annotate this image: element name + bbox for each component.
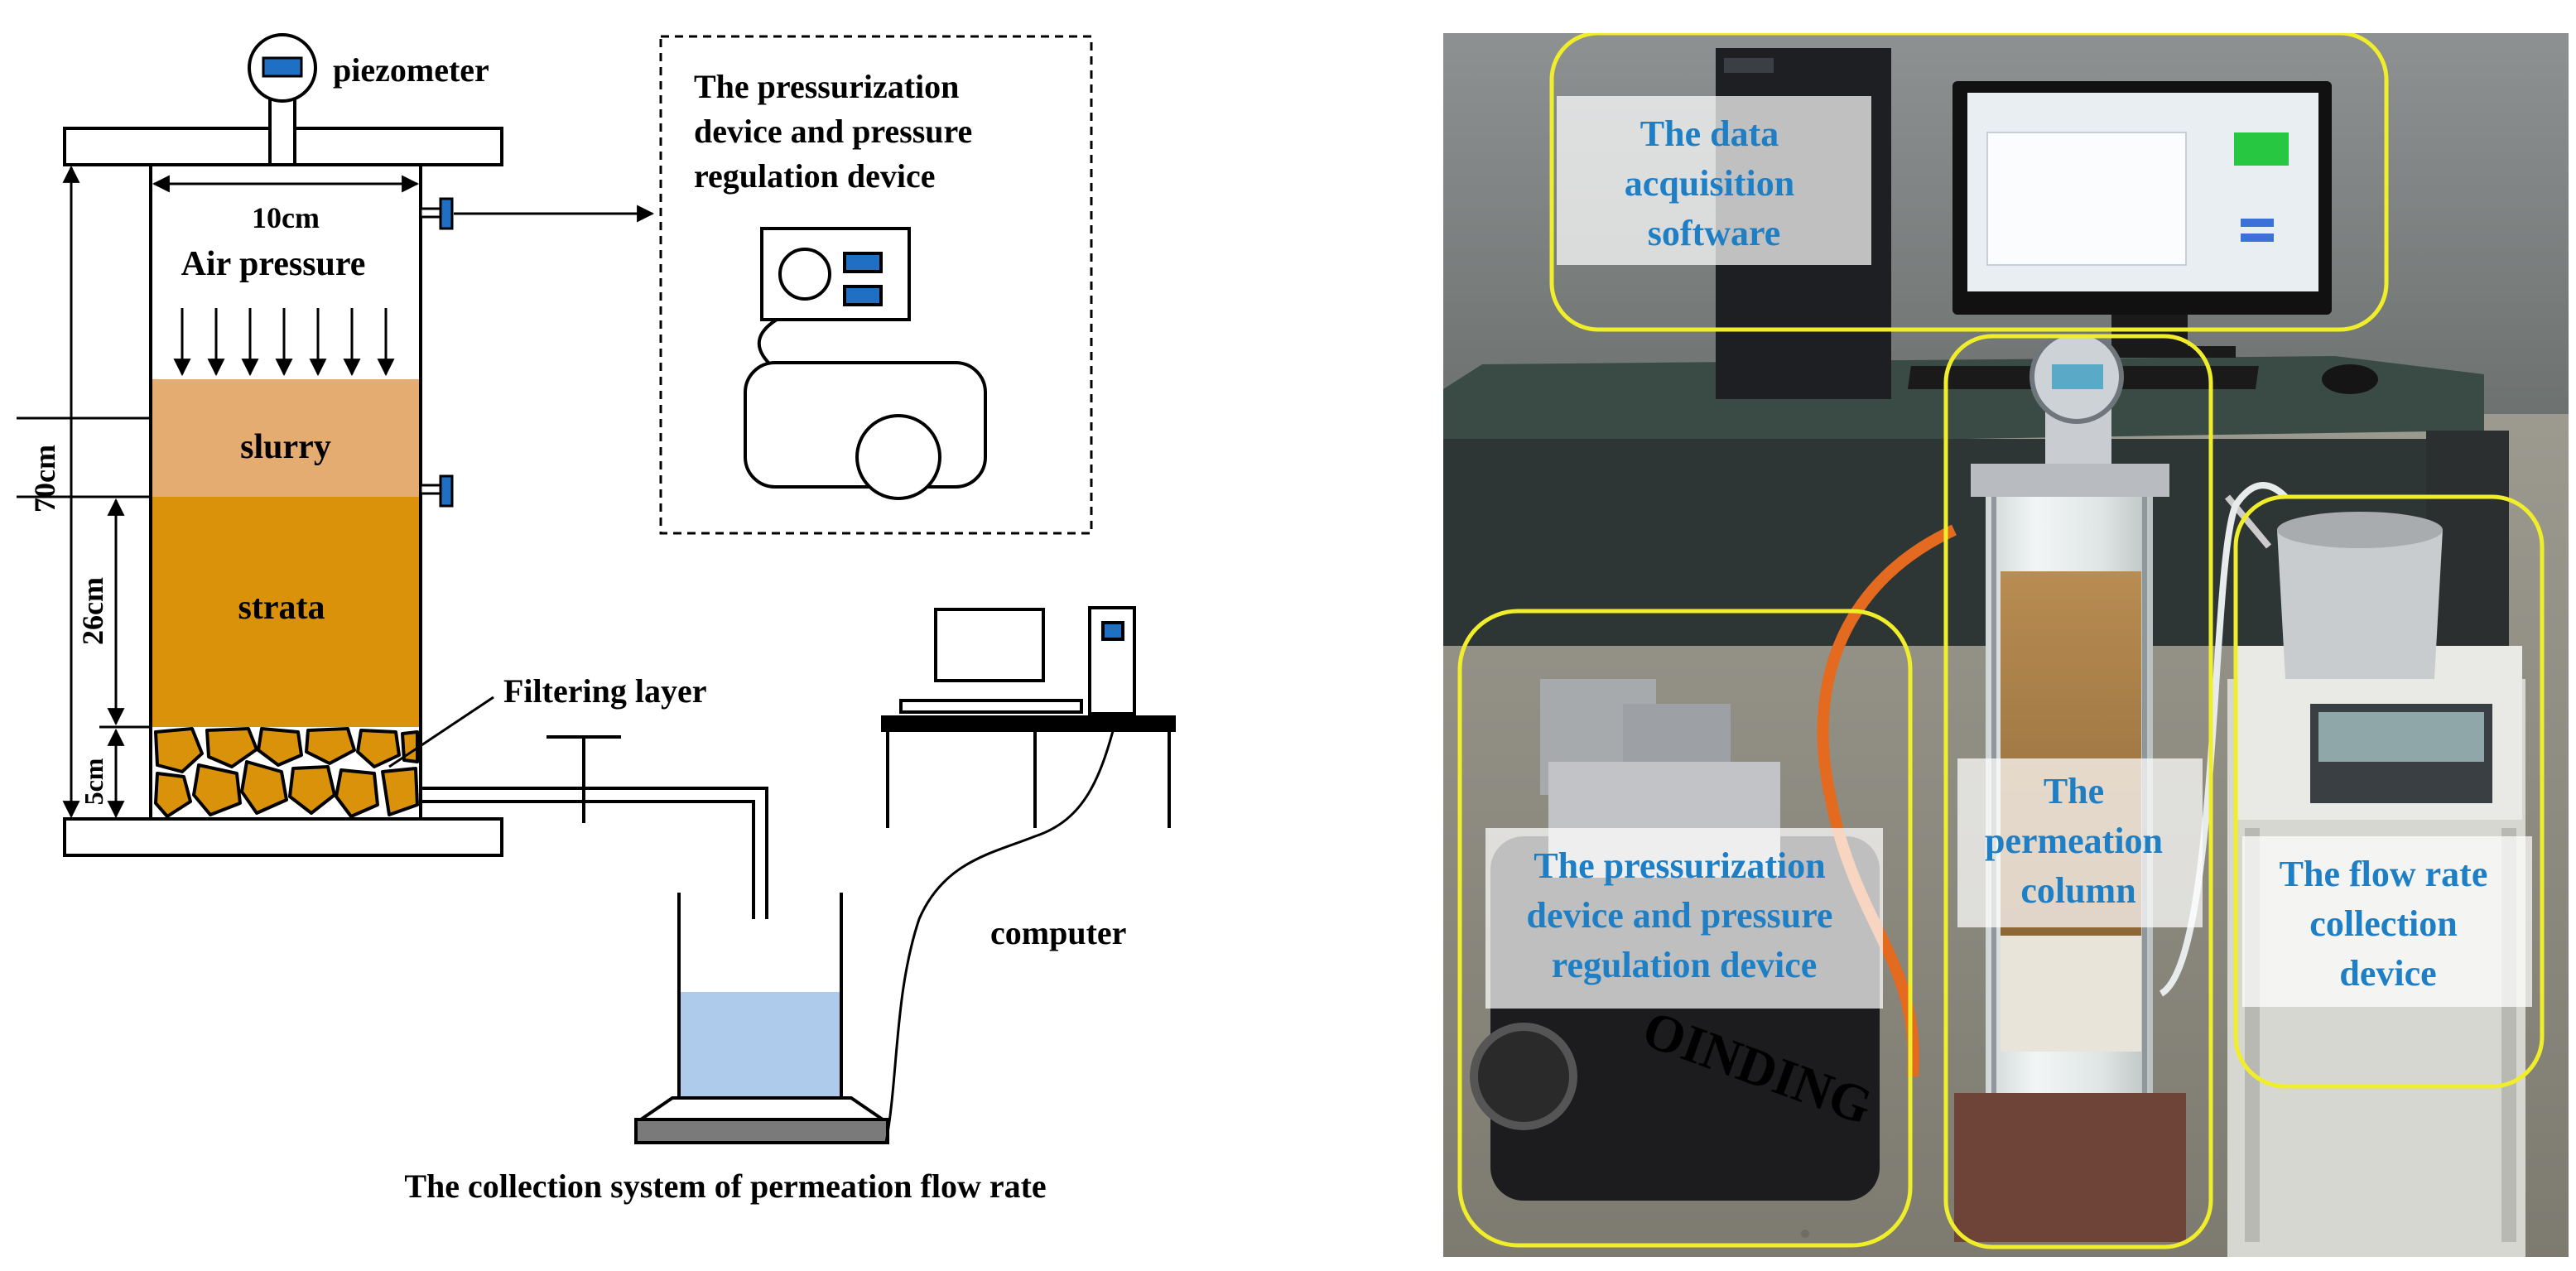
air-pressure-label: Air pressure: [181, 245, 366, 283]
piezometer-label: piezometer: [333, 51, 489, 89]
frame-column: [1943, 334, 2213, 1249]
photo-mouse: [2322, 364, 2378, 394]
balance-scale: [634, 1096, 889, 1144]
strata-label: strata: [238, 589, 325, 627]
photo-label-line: The: [2044, 771, 2104, 811]
bottom-plate: [63, 817, 503, 857]
height-total-label: 70cm: [28, 445, 61, 513]
filtering-layer-leader: [388, 696, 494, 768]
computer-label: computer: [990, 914, 1126, 951]
frame-pressurization: [1457, 609, 1913, 1248]
photo-label-line: software: [1648, 213, 1780, 253]
air-pressure-arrows: [173, 308, 395, 377]
outlet-valve-icon: [546, 735, 621, 823]
photo-label-line: regulation device: [1552, 945, 1818, 985]
frame-flow: [2233, 494, 2545, 1089]
photo-label-line: acquisition: [1625, 163, 1794, 204]
figure-caption: The collection system of permeation flow…: [404, 1167, 1046, 1205]
filtering-gravel: [152, 727, 419, 819]
height-strata-label: 26cm: [76, 577, 109, 645]
device-box-title: The pressurization device and pressure r…: [694, 68, 980, 195]
photo-label-line: column: [2020, 870, 2135, 911]
photo-label-panels: [1485, 96, 2532, 1009]
photo-label-line: The flow rate: [2280, 854, 2488, 894]
collection-beaker: [677, 893, 843, 1100]
height-dimensions: [17, 165, 151, 819]
height-filter-label: 5cm: [79, 758, 108, 805]
device-box-title-line: device and pressure: [694, 113, 972, 150]
photo-label-line: device and pressure: [1527, 895, 1833, 936]
photo-label-flow: The flow rate collection device: [2280, 854, 2497, 994]
strata-layer: [152, 497, 419, 727]
filtering-layer-label: Filtering layer: [503, 672, 706, 710]
lab-photo: OINDING: [1443, 33, 2569, 1257]
photo-label-line: device: [2339, 953, 2436, 994]
computer-icon: [881, 606, 1176, 828]
photo-label-column: The permeation column: [1985, 771, 2172, 911]
piezometer-icon: [248, 33, 317, 103]
compressor-icon: [744, 361, 987, 500]
frame-data-software: [1549, 33, 2389, 332]
schematic-diagram: piezometer slurry strata: [17, 33, 1176, 1205]
slurry-layer: [152, 379, 419, 497]
photo-label-line: collection: [2309, 903, 2457, 944]
photo-label-data-software: The data acquisition software: [1625, 113, 1803, 253]
photo-orange-hose: [1817, 524, 1957, 1077]
photo-label-line: The pressurization: [1534, 845, 1825, 886]
photo-highlight-frames: [1457, 33, 2545, 1249]
photo-label-pressurization: The pressurization device and pressure r…: [1527, 845, 1842, 985]
pressure-regulator-icon: [757, 227, 911, 366]
device-box-title-line: regulation device: [694, 157, 935, 195]
slurry-label: slurry: [240, 428, 331, 466]
valve-upper-icon: [419, 197, 454, 230]
photo-label-line: The data: [1640, 113, 1779, 154]
photo-label-line: permeation: [1985, 821, 2163, 861]
valve-lower-icon: [419, 474, 454, 508]
outlet-pipe: [419, 787, 768, 919]
device-box-title-line: The pressurization: [694, 68, 959, 105]
width-label: 10cm: [252, 201, 320, 234]
